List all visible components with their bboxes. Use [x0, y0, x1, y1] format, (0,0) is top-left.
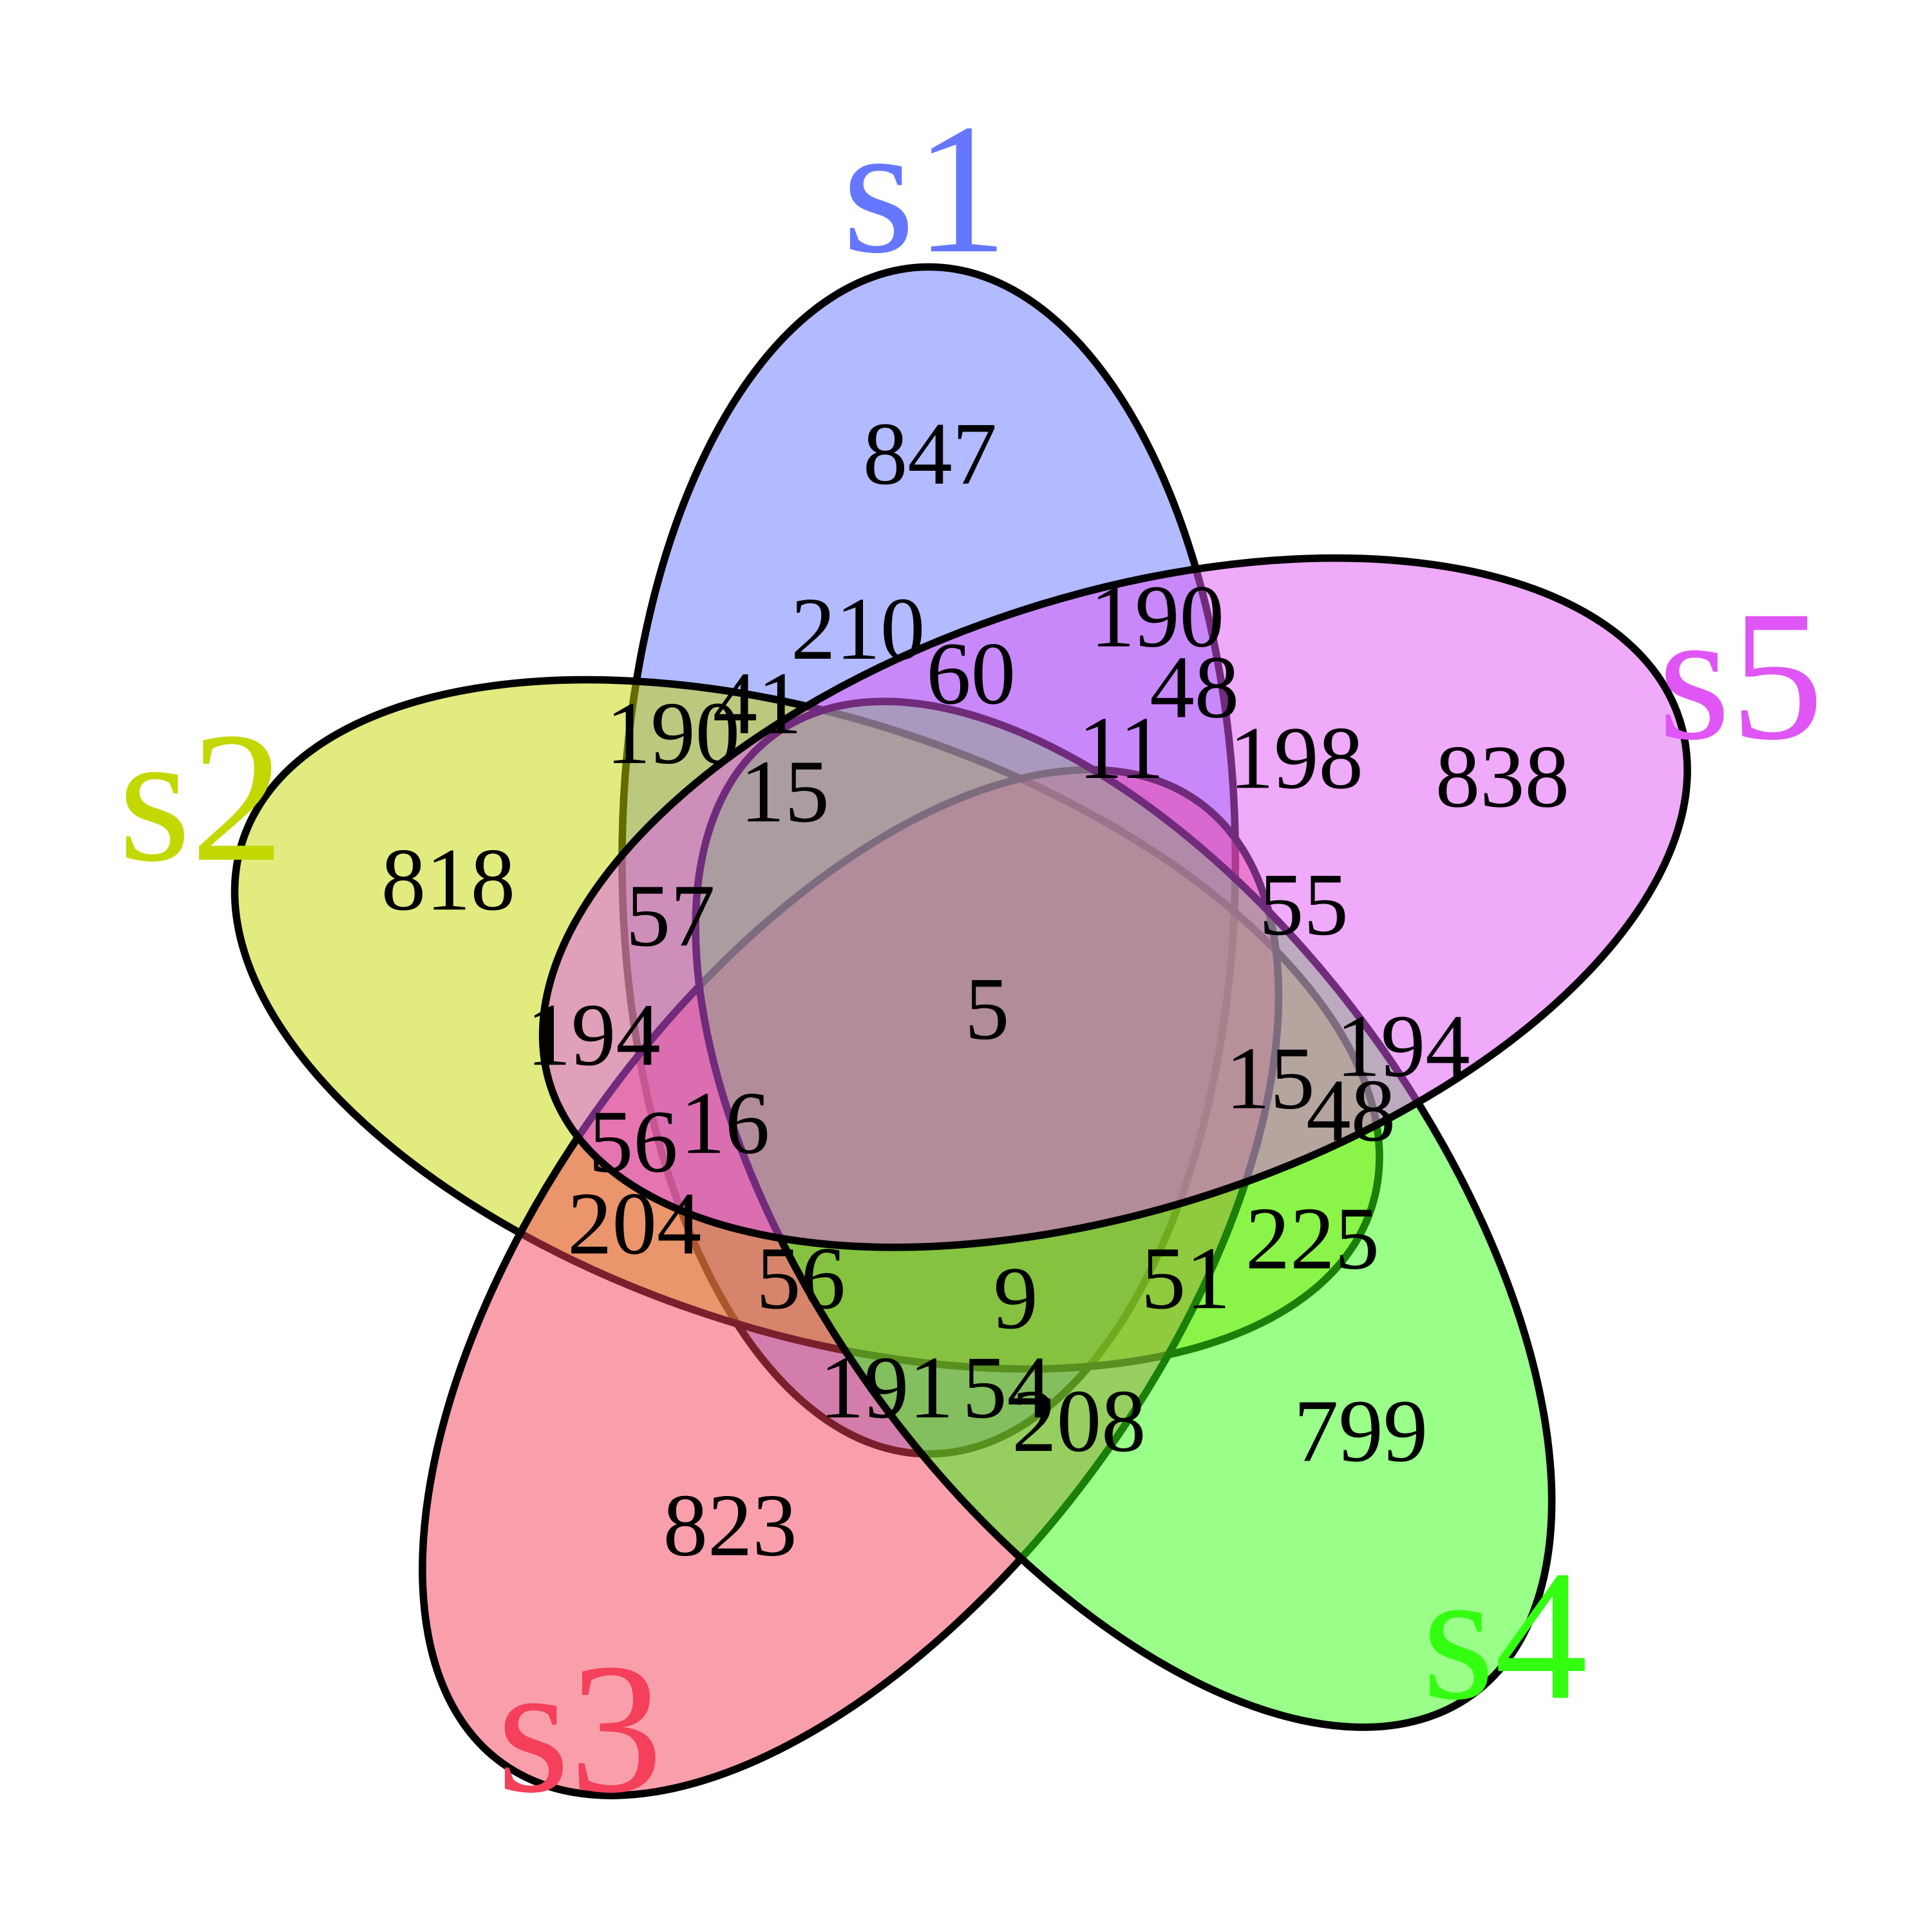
region-count: 9 [993, 1249, 1037, 1348]
region-count: 5 [965, 960, 1009, 1059]
region-count: 56 [589, 1092, 678, 1191]
region-count: 208 [1012, 1372, 1146, 1471]
region-count: 56 [756, 1229, 846, 1328]
region-count: 204 [567, 1174, 701, 1273]
region-count: 225 [1245, 1189, 1379, 1289]
set-label-s5: s5 [1658, 572, 1824, 779]
region-count: 51 [1141, 1229, 1231, 1328]
region-count: 190 [1090, 567, 1224, 667]
region-count: 15 [1226, 1029, 1315, 1128]
region-count: 838 [1435, 727, 1569, 826]
set-s5-ellipse [538, 554, 1691, 1251]
region-count: 818 [381, 830, 515, 929]
region-count: 54 [962, 1338, 1052, 1437]
region-count: 847 [863, 404, 997, 504]
region-count: 55 [1259, 855, 1349, 954]
region-count: 48 [1306, 1061, 1396, 1160]
set-label-s1: s1 [842, 85, 1008, 292]
set-label-s3: s3 [497, 1625, 663, 1832]
region-count: 194 [526, 985, 660, 1084]
region-count: 16 [681, 1074, 770, 1173]
region-count: 191 [820, 1338, 954, 1437]
region-count: 57 [626, 866, 715, 965]
region-count: 48 [1150, 638, 1239, 737]
region-count: 194 [1336, 997, 1470, 1096]
set-label-s2: s2 [118, 694, 284, 900]
region-count: 41 [713, 654, 802, 753]
region-count: 210 [791, 580, 925, 679]
region-counts: 847 818 823 799 838 210 190 190 41 60 48… [381, 404, 1569, 1575]
region-count: 190 [606, 684, 740, 783]
region-count: 60 [926, 624, 1016, 723]
region-count: 11 [1078, 699, 1164, 798]
set-ellipses [231, 263, 1691, 1799]
set-labels: s1 s2 s3 s4 s5 [118, 85, 1824, 1832]
set-label-s4: s4 [1422, 1531, 1587, 1738]
region-count: 198 [1229, 708, 1363, 808]
region-count: 823 [663, 1476, 797, 1575]
region-count: 15 [740, 742, 829, 841]
region-count: 799 [1294, 1381, 1428, 1481]
